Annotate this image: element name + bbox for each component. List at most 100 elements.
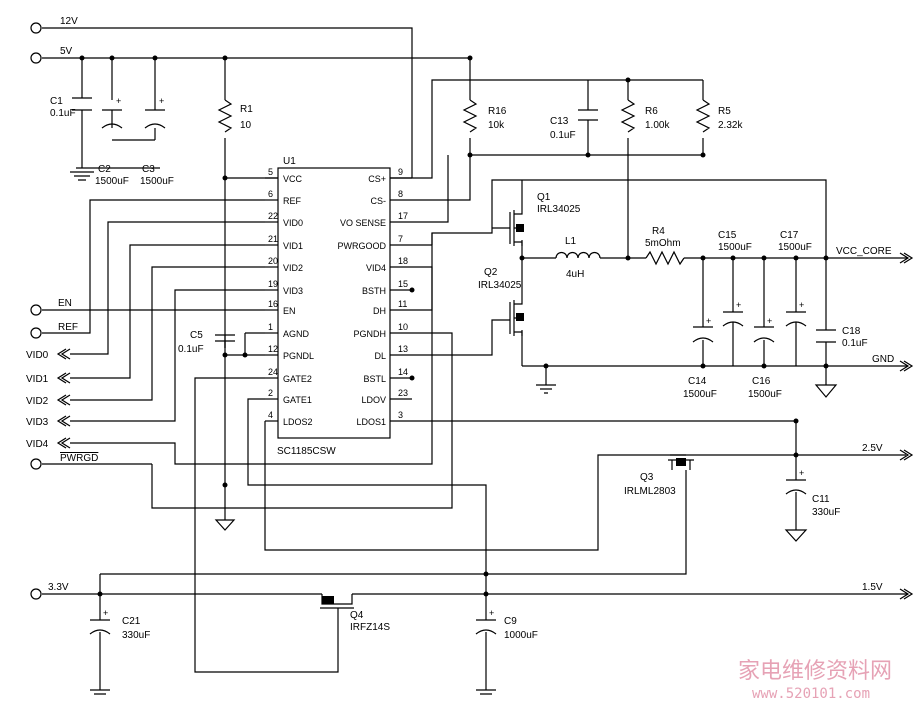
ground-icon	[476, 689, 496, 695]
svg-text:+: +	[736, 300, 741, 310]
port-3v3-icon	[30, 588, 42, 600]
net-vid1-label: VID1	[26, 374, 49, 385]
ground-icon	[214, 519, 236, 531]
net-vid2-label: VID2	[26, 396, 49, 407]
watermark: 家电维修资料网 www.520101.com	[738, 659, 892, 702]
ic-left-pins: 5VCC6REF22VID021VID120VID219VID316EN1AGN…	[265, 167, 314, 427]
ground-icon	[70, 171, 94, 181]
pin-number: 20	[268, 256, 278, 266]
c16-value: 1500uF	[748, 389, 782, 400]
svg-text:+: +	[159, 96, 164, 106]
resistor-r1-symbol	[217, 99, 233, 133]
svg-text:+: +	[103, 608, 108, 618]
cap-c17-symbol	[785, 311, 807, 327]
pin-name: LDOS1	[356, 417, 386, 427]
pin-number: 18	[398, 256, 408, 266]
net-3v3-label: 3.3V	[48, 582, 69, 593]
ground-symbols	[70, 171, 838, 695]
resistors	[217, 99, 711, 266]
cap-c11-symbol	[785, 479, 807, 495]
port-vid2-icon	[56, 394, 71, 406]
ic-u1-ref: U1	[283, 156, 296, 167]
c13-ref: C13	[550, 116, 569, 127]
pin-number: 21	[268, 234, 278, 244]
pin-name: VCC	[283, 174, 303, 184]
port-pwrgd-icon	[30, 458, 42, 470]
q4-ref: Q4	[350, 610, 364, 621]
c17-ref: C17	[780, 230, 799, 241]
c14-value: 1500uF	[683, 389, 717, 400]
c11-value: 330uF	[812, 507, 840, 518]
net-gnd-label: GND	[872, 354, 894, 365]
cap-c2-symbol	[101, 109, 123, 129]
r16-value: 10k	[488, 120, 505, 131]
ic-pin-cs-: 8CS-	[371, 189, 412, 206]
c2-ref: C2	[98, 164, 111, 175]
c11-ref: C11	[812, 494, 830, 505]
pin-number: 5	[268, 167, 273, 177]
net-1v5-label: 1.5V	[862, 582, 883, 593]
port-vcc-core-icon	[899, 252, 914, 264]
pin-number: 10	[398, 322, 408, 332]
ground-icon	[90, 689, 110, 695]
pin-name: PGNDL	[283, 351, 314, 361]
port-connectors	[30, 22, 914, 600]
c3-value: 1500uF	[140, 176, 174, 187]
wires	[42, 27, 908, 690]
pin-number: 14	[398, 367, 408, 377]
pin-number: 19	[268, 279, 278, 289]
c14-ref: C14	[688, 376, 707, 387]
ground-icon	[814, 384, 838, 398]
net-en-label: EN	[58, 298, 72, 309]
svg-text:+: +	[799, 300, 804, 310]
port-vid3-icon	[56, 415, 71, 427]
pin-number: 12	[268, 344, 278, 354]
port-2v5-icon	[899, 449, 914, 461]
pin-name: GATE1	[283, 395, 312, 405]
pin-name: PWRGOOD	[338, 241, 387, 251]
net-5v-label: 5V	[60, 46, 73, 57]
pin-number: 2	[268, 388, 273, 398]
l1-ref: L1	[565, 236, 577, 247]
port-gnd-icon	[899, 360, 914, 372]
c17-value: 1500uF	[778, 242, 812, 253]
ic-u1-part: SC1185CSW	[277, 446, 336, 457]
pin-number: 13	[398, 344, 408, 354]
cap-c13-symbol	[578, 109, 598, 121]
c21-value: 330uF	[122, 630, 150, 641]
net-pwrgd-label: PWRGD	[60, 453, 98, 464]
svg-text:+: +	[799, 468, 804, 478]
pin-number: 7	[398, 234, 403, 244]
cap-c16-symbol	[753, 326, 775, 343]
pin-number: 6	[268, 189, 273, 199]
ground-icon	[784, 529, 808, 542]
c5-value: 0.1uF	[178, 344, 204, 355]
resistor-r6-symbol	[620, 99, 636, 133]
capacitors: + + + + + + + + +	[72, 96, 836, 635]
pin-name: CS+	[368, 174, 386, 184]
watermark-cn: 家电维修资料网	[738, 659, 892, 684]
port-ref-icon	[30, 327, 42, 339]
q2-value: IRL34025	[478, 280, 522, 291]
q4-value: IRFZ14S	[350, 622, 390, 633]
c2-value: 1500uF	[95, 176, 129, 187]
pin-number: 23	[398, 388, 408, 398]
pin-name: PGNDH	[353, 329, 386, 339]
c9-value: 1000uF	[504, 630, 538, 641]
resistor-r16-symbol	[462, 99, 478, 133]
c16-ref: C16	[752, 376, 771, 387]
cap-c3-symbol	[144, 109, 166, 129]
c15-value: 1500uF	[718, 242, 752, 253]
